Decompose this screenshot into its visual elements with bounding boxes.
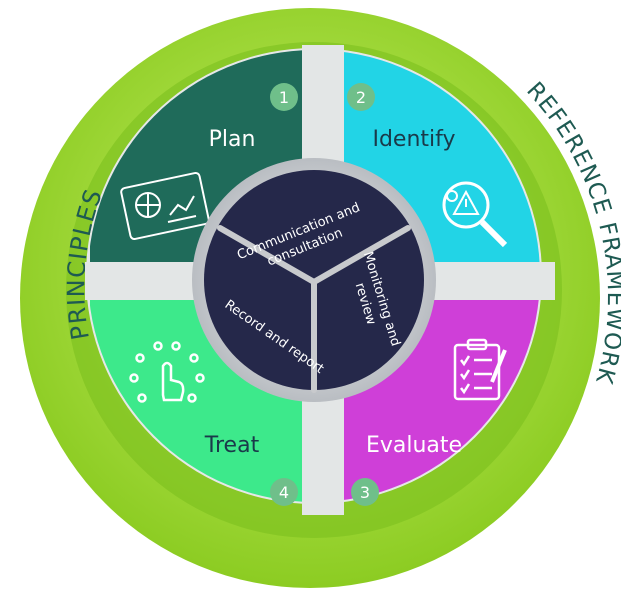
evaluate-label: Evaluate [366, 433, 462, 458]
svg-text:2: 2 [356, 88, 366, 107]
magnifier-warning-icon [442, 181, 508, 248]
plan-label: Plan [209, 127, 256, 152]
hand-pointer-icon [129, 341, 205, 403]
svg-text:1: 1 [279, 88, 289, 107]
hub-dividers [217, 225, 411, 393]
svg-text:4: 4 [279, 483, 289, 502]
badge-3: 3 [351, 478, 379, 506]
identify-label: Identify [372, 127, 455, 152]
clipboard-checklist-icon [453, 338, 507, 401]
svg-text:3: 3 [360, 483, 370, 502]
badge-1: 1 [270, 83, 298, 111]
certificate-chart-icon [120, 171, 210, 241]
badge-2: 2 [347, 83, 375, 111]
badge-4: 4 [270, 478, 298, 506]
treat-label: Treat [204, 433, 260, 458]
